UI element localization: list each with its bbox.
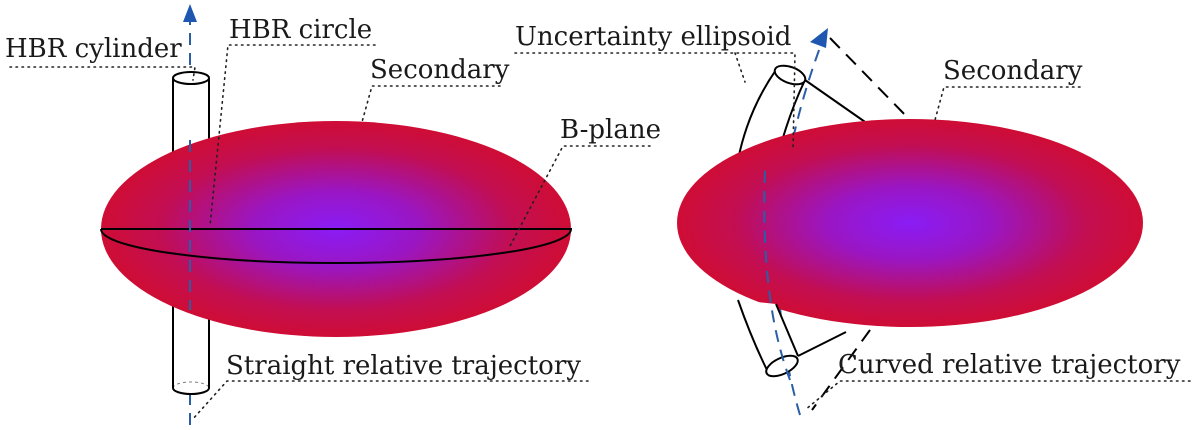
leader-b-plane (509, 145, 651, 247)
left-panel: HBR cylinder HBR circle Secondary B-plan… (5, 4, 661, 425)
right-panel: Uncertainty ellipsoid Secondary Curved r… (514, 22, 1191, 416)
uncertainty-tube-bottom (737, 299, 847, 378)
hbr-cylinder-bottom (172, 300, 210, 395)
label-hbr-circle: HBR circle (229, 15, 372, 45)
label-b-plane: B-plane (560, 115, 661, 145)
label-uncertainty-ellipsoid: Uncertainty ellipsoid (515, 22, 791, 52)
leader-curved-trajectory (804, 380, 1191, 411)
secondary-ellipsoid-right (677, 119, 1143, 327)
ellipsoid-axis-dashed (829, 37, 911, 121)
curved-trajectory-arrowhead (810, 28, 828, 48)
leader-straight-trajectory (191, 380, 589, 421)
label-curved-trajectory: Curved relative trajectory (838, 350, 1181, 380)
label-straight-trajectory: Straight relative trajectory (226, 351, 581, 381)
leader-secondary-right (934, 86, 1081, 121)
leader-hbr-circle (209, 44, 376, 227)
leader-uncertainty-ellipsoid-2 (734, 52, 746, 83)
label-hbr-cylinder: HBR cylinder (5, 34, 182, 64)
leader-hbr-cylinder (9, 66, 196, 81)
b-plane-outline (100, 228, 573, 264)
trajectory-arrowhead (183, 4, 197, 22)
uncertainty-tube-top (737, 64, 869, 169)
leader-secondary (361, 85, 501, 123)
label-secondary-left: Secondary (370, 55, 510, 85)
label-secondary-right: Secondary (943, 56, 1083, 86)
